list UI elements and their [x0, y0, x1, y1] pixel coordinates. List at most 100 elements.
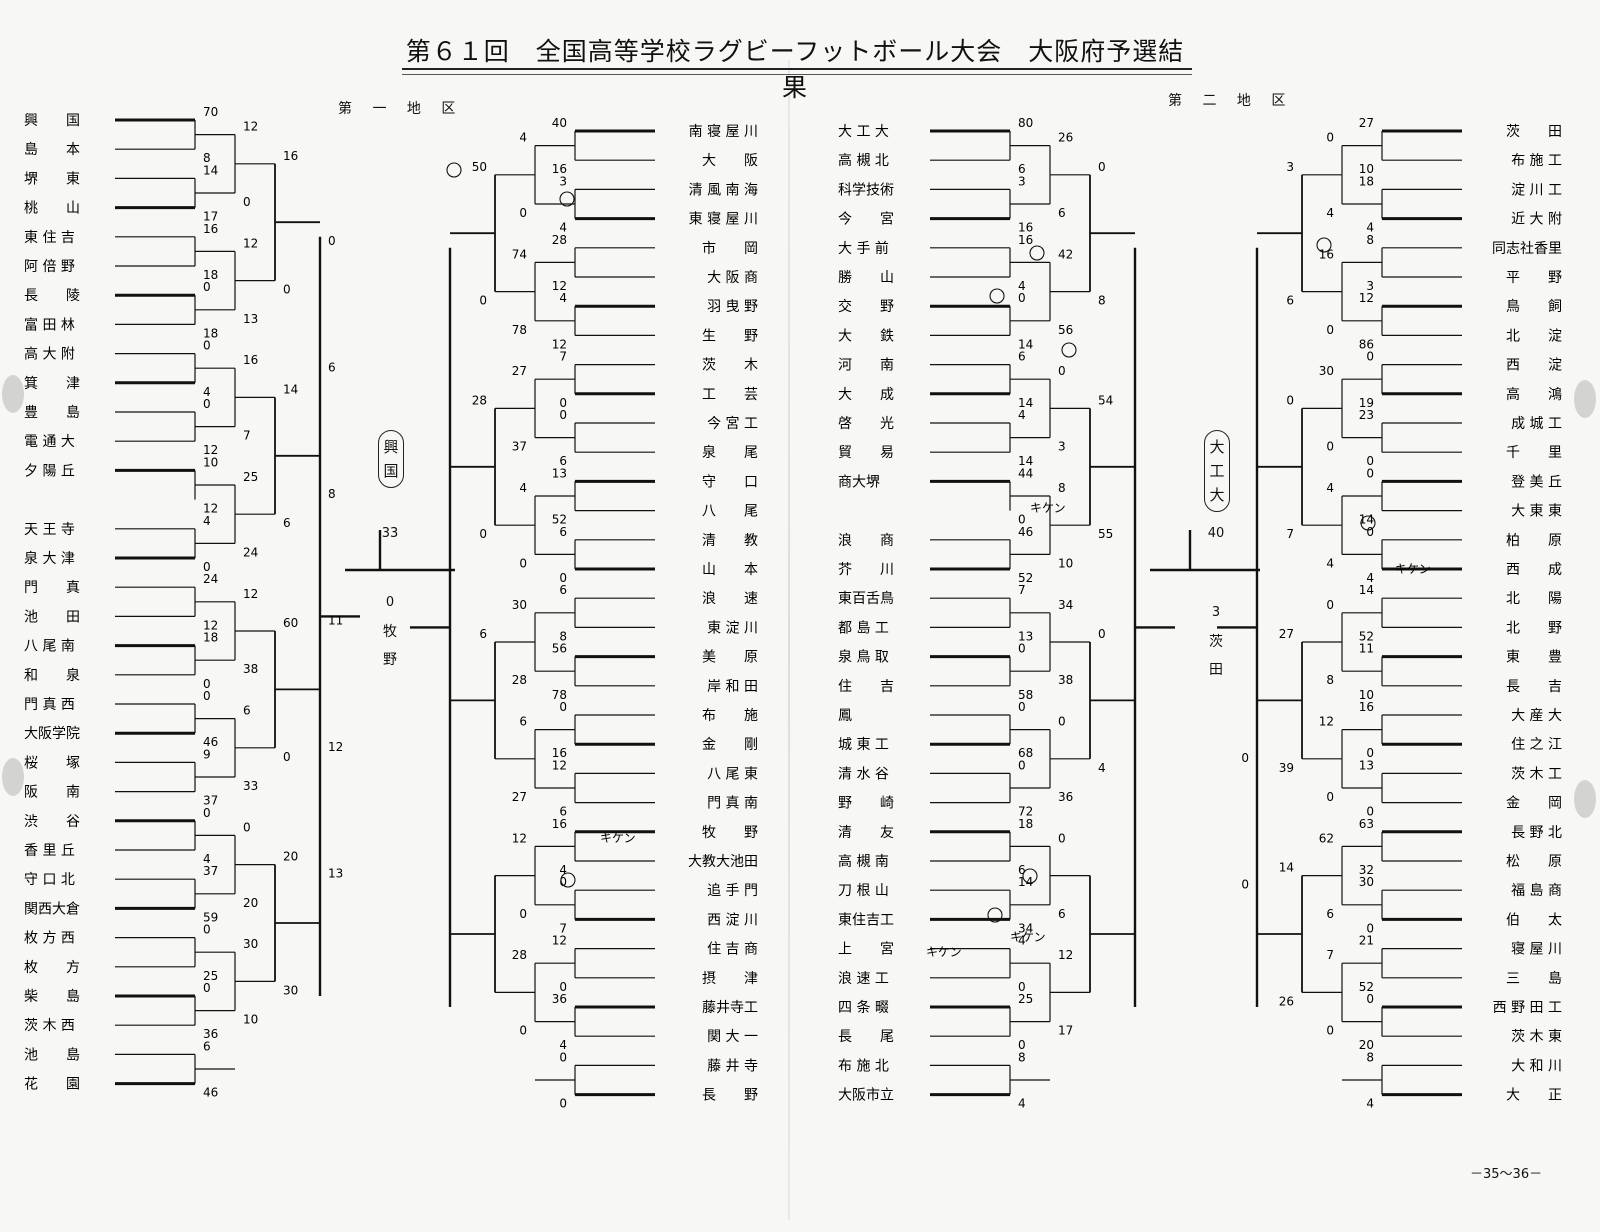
team-name: 柏 原 [1506, 533, 1562, 549]
binding-hole-right-bottom [1574, 780, 1596, 818]
forfeit-circle [987, 907, 1003, 923]
score-label: 0 [1058, 364, 1066, 378]
team-name: 勝 山 [838, 270, 894, 286]
score-label: 0 [1286, 393, 1294, 407]
score-label: 12 [203, 618, 218, 632]
score-label: 21 [1359, 934, 1374, 948]
forfeit-label: キケン [1010, 930, 1046, 944]
team-name: 北 陽 [1506, 591, 1562, 607]
team-name: 淀 川 工 [1511, 182, 1562, 198]
forfeit-circle [1029, 245, 1045, 261]
team-name: 刀 根 山 [838, 883, 889, 899]
score-label: 0 [1366, 350, 1374, 364]
team-name: 清 水 谷 [838, 766, 889, 782]
score-label: 6 [1058, 206, 1066, 220]
score-label: 6 [1286, 294, 1294, 308]
score-label: 62 [1319, 831, 1334, 845]
team-name: 西 淀 川 [707, 912, 758, 928]
score-label: 16 [1018, 221, 1033, 235]
score-label: 6 [1018, 863, 1026, 877]
team-name: 寝 屋 川 [1511, 941, 1562, 958]
score-label: 6 [559, 525, 567, 539]
team-name: 西 成 [1506, 562, 1562, 578]
score-label: 46 [203, 1086, 218, 1100]
score-label: 0 [1018, 700, 1026, 714]
score-label: 8 [1098, 294, 1106, 308]
team-name: 成 城 工 [1511, 416, 1562, 432]
team-name: 桜 塚 [24, 755, 80, 771]
forfeit-circle [1316, 237, 1332, 253]
team-name: 住 吉 [838, 679, 894, 695]
score-label: 9 [203, 747, 211, 761]
team-name: 堺 東 [24, 171, 80, 187]
score-label: 12 [552, 279, 567, 293]
score-label: 12 [328, 740, 343, 754]
score-label: 4 [1018, 279, 1026, 293]
team-name: 東 住 吉 [24, 230, 75, 246]
team-name: 大 工 大 [838, 124, 889, 140]
score-label: 6 [559, 454, 567, 468]
score-label: 30 [243, 937, 258, 951]
score-label: 0 [203, 397, 211, 411]
score-label: 37 [203, 794, 218, 808]
team-name: 平 野 [1506, 270, 1562, 286]
team-name: 渋 谷 [24, 814, 80, 830]
forfeit-label: キケン [1395, 562, 1431, 576]
score-label: 10 [1058, 556, 1073, 570]
score-label: 18 [1018, 817, 1033, 831]
score-label: 4 [559, 221, 567, 235]
forfeit-label: キケン [926, 945, 962, 959]
team-name: 関西大倉 [24, 901, 80, 917]
score-label: 7 [1018, 583, 1026, 597]
score-label: 16 [1359, 700, 1374, 714]
score-label: 0 [1366, 454, 1374, 468]
team-name: 城 東 工 [838, 737, 889, 753]
score-label: 20 [283, 850, 298, 864]
score-label: 4 [1098, 761, 1106, 775]
team-name: 高 槻 南 [838, 853, 889, 870]
team-name: 交 野 [838, 298, 894, 315]
score-label: 0 [519, 1024, 527, 1038]
team-name: 大阪市立 [838, 1087, 894, 1104]
score-label: 32 [1359, 863, 1374, 877]
team-name: 守 口 北 [24, 872, 75, 888]
score-label: 30 [1319, 364, 1334, 378]
score-label: 0 [1018, 291, 1026, 305]
team-name: 大阪学院 [24, 726, 80, 742]
score-label: 38 [1058, 673, 1073, 687]
score-label: 6 [203, 1039, 211, 1053]
score-label: 12 [1359, 291, 1374, 305]
score-label: 6 [519, 715, 527, 729]
score-label: 7 [559, 921, 567, 935]
score-label: 68 [1018, 746, 1033, 760]
score-label: 34 [1058, 598, 1073, 612]
score-label: 0 [559, 1097, 567, 1111]
score-label: 12 [203, 443, 218, 457]
score-label: 0 [243, 195, 251, 209]
first-district-label: 第 一 地 区 [338, 101, 464, 117]
binding-hole-right-top [1574, 380, 1596, 418]
team-name: 羽 曳 野 [707, 299, 758, 315]
score-label: 0 [1366, 525, 1374, 539]
score-label: 10 [1359, 162, 1374, 176]
score-label: 14 [1018, 337, 1033, 351]
score-label: 0 [479, 294, 487, 308]
team-name: 高 槻 北 [838, 152, 889, 169]
team-name: 大 産 大 [1511, 708, 1562, 724]
team-name: 茨 木 工 [1511, 766, 1562, 782]
score-label: 3 [1058, 440, 1066, 454]
score-label: 7 [243, 429, 251, 443]
score-label: 55 [1098, 527, 1113, 541]
team-name: 西 野 田 工 [1493, 1000, 1562, 1016]
score-label: 27 [1279, 627, 1294, 641]
team-name: 大 東 東 [1511, 504, 1562, 520]
score-label: 12 [552, 934, 567, 948]
score-label: 40 [552, 116, 567, 130]
team-name: 浪 速 工 [838, 971, 889, 987]
score-label: 17 [1058, 1024, 1073, 1038]
score-label: 4 [519, 131, 527, 145]
team-name: 三 島 [1506, 971, 1562, 987]
score-label: 4 [559, 291, 567, 305]
binding-hole-left-top [2, 375, 24, 413]
second-district-runner-up: 茨田 [1209, 634, 1223, 678]
